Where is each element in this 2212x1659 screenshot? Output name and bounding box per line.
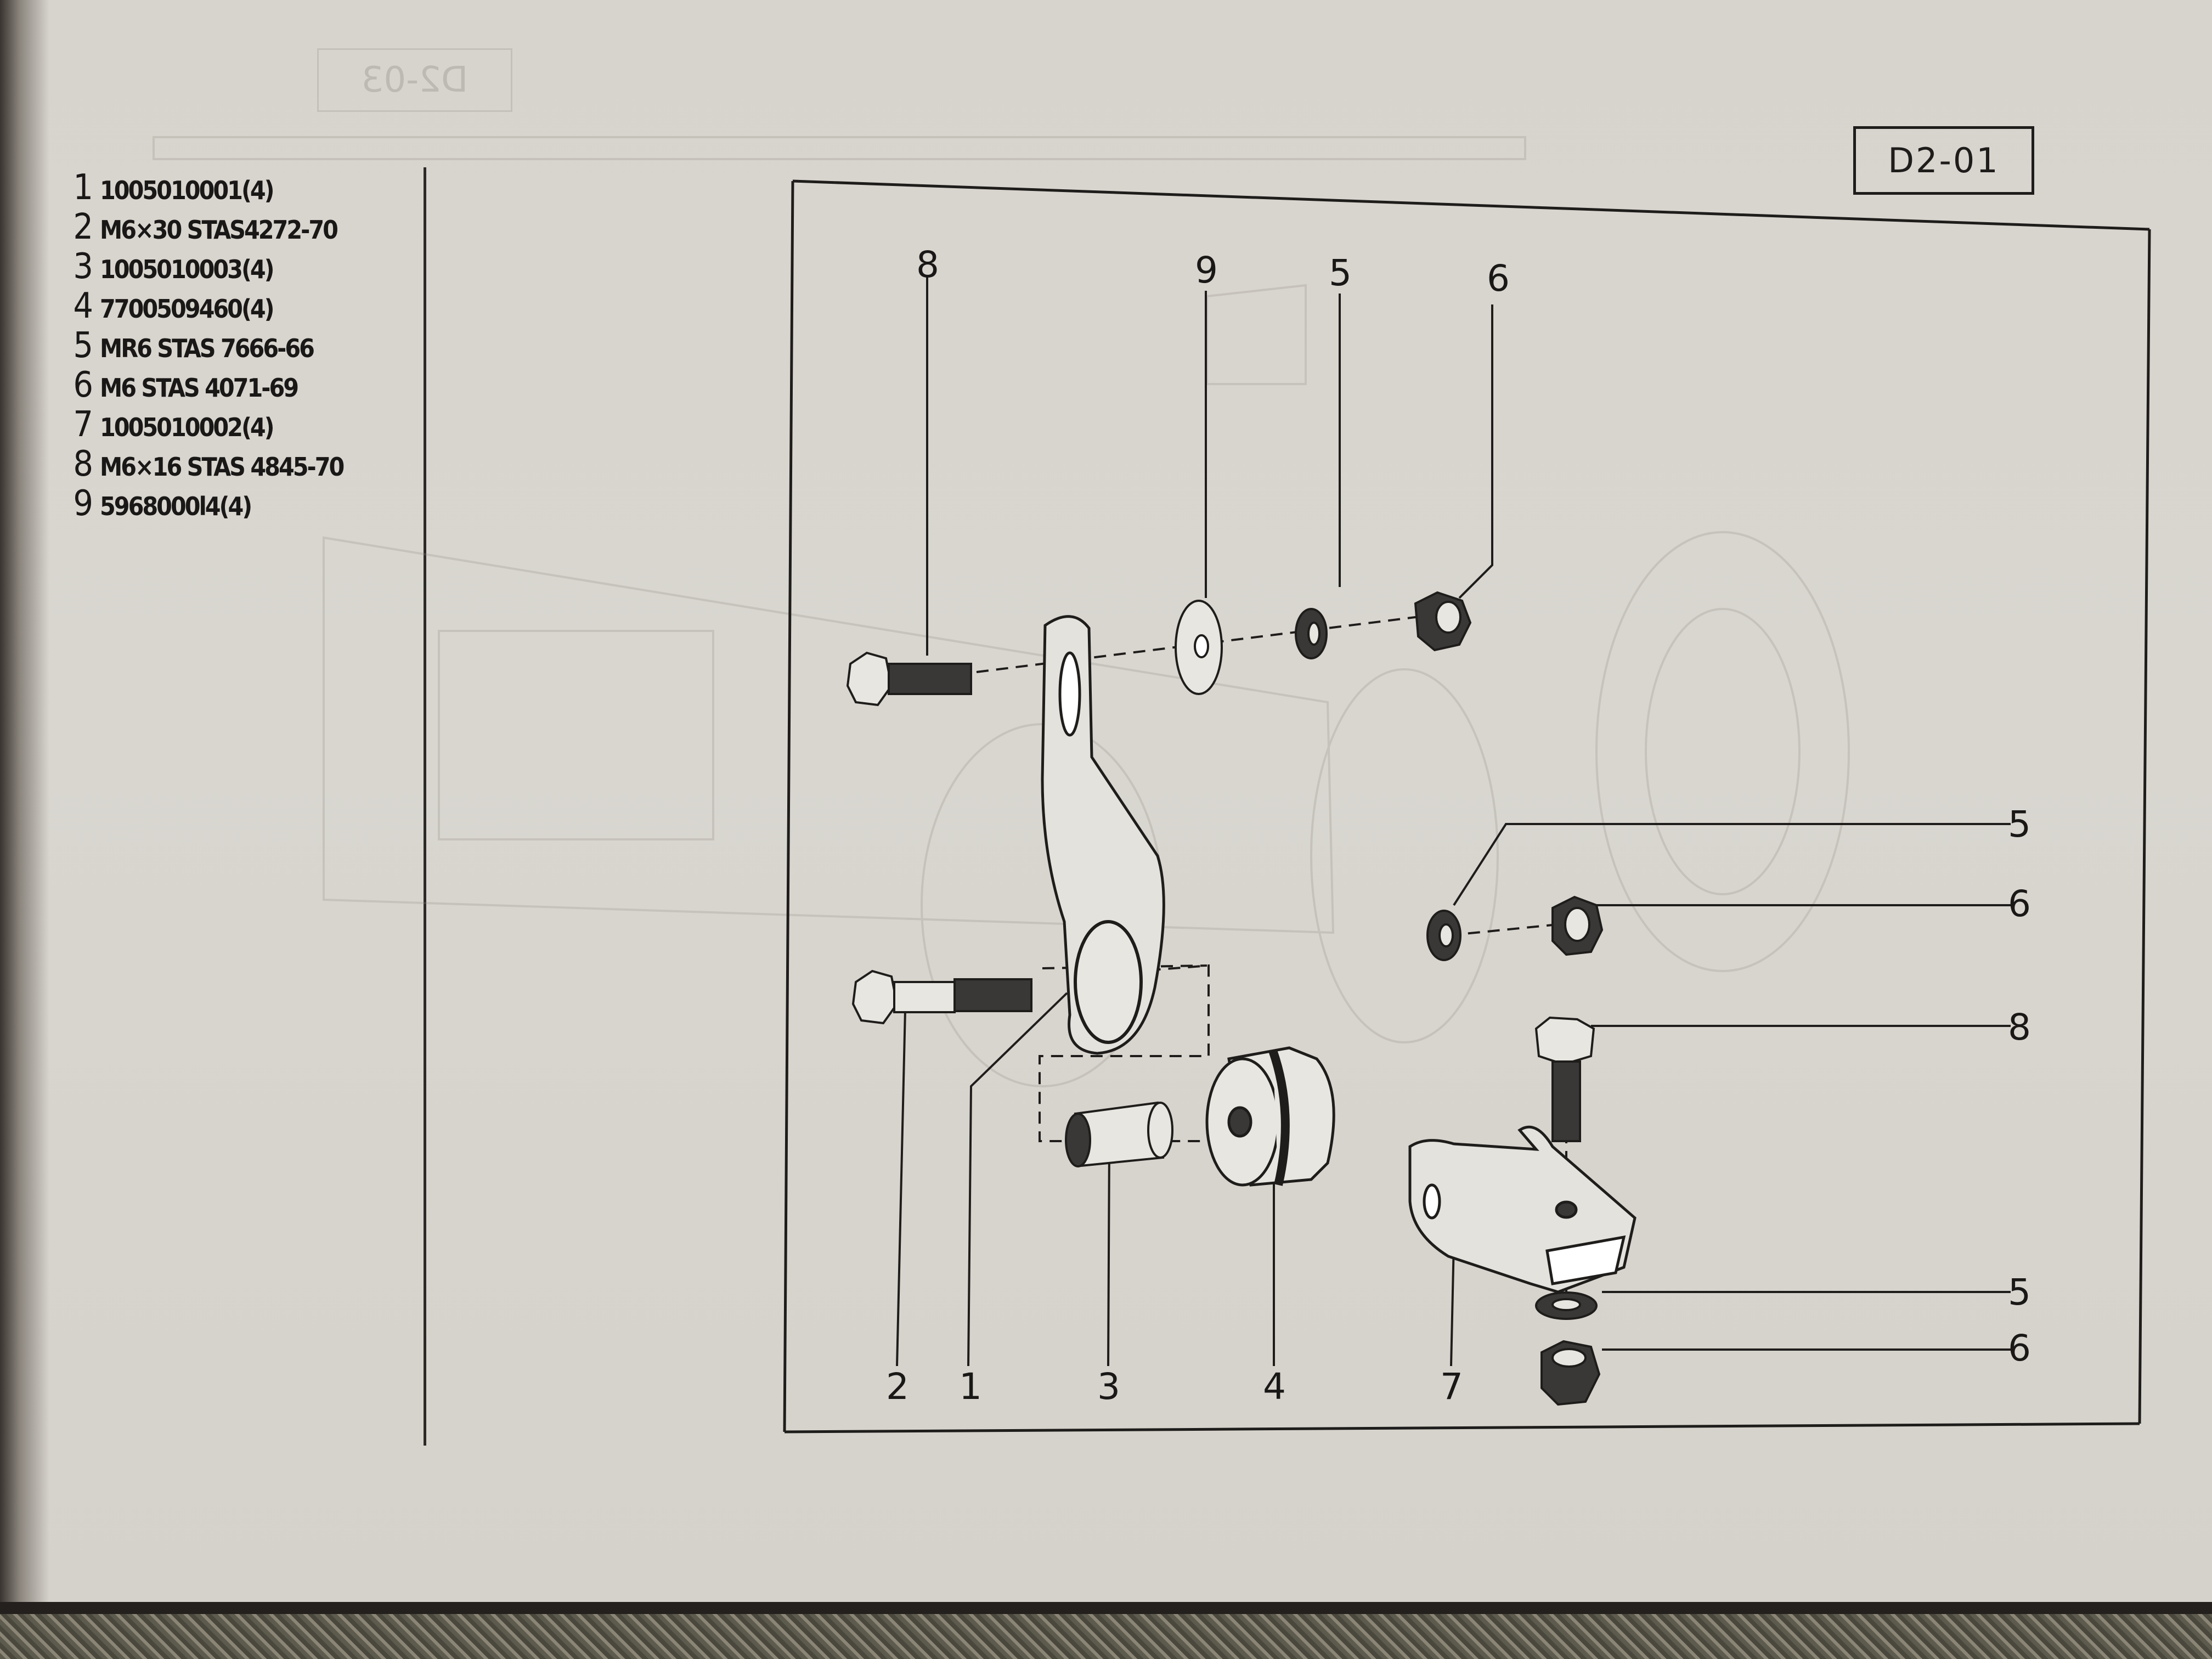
nut-part-6-right <box>1551 895 1604 956</box>
callout-6-right-b: 6 <box>2008 1327 2031 1369</box>
callout-6-top: 6 <box>1487 257 1510 300</box>
page-code: D2-01 <box>1888 140 2000 180</box>
page-bottom-edge <box>0 1602 2212 1614</box>
callout-8-top: 8 <box>916 244 939 286</box>
part-code: M6 STAS 4071-69 <box>100 373 299 403</box>
column-divider <box>424 167 426 1446</box>
spring-washer-part-5-top <box>1295 608 1328 659</box>
bushing-part-3 <box>1065 1101 1173 1167</box>
leader-lines <box>896 277 2011 1367</box>
callout-3-bottom: 3 <box>1097 1365 1120 1408</box>
callout-2-bottom: 2 <box>886 1365 909 1408</box>
callout-9-top: 9 <box>1195 249 1218 291</box>
callout-7-bottom: 7 <box>1440 1365 1463 1408</box>
washer-part-9 <box>1175 600 1223 695</box>
part-code: M6×16 STAS 4845-70 <box>100 452 345 482</box>
callout-5-right-a: 5 <box>2008 803 2031 845</box>
part-code: 7700509460(4) <box>100 294 275 324</box>
bracket-part-1 <box>1041 615 1165 1055</box>
part-code: 1005010003(4) <box>100 255 275 284</box>
callout-labels: 8 9 5 6 5 6 8 5 6 2 1 3 4 7 <box>886 244 2031 1408</box>
part-number: 9 <box>73 483 93 524</box>
spring-washer-part-5-bottom <box>1535 1291 1598 1320</box>
part-code: M6×30 STAS4272-70 <box>100 215 338 245</box>
rubber-mount-part-4 <box>1205 1046 1335 1187</box>
part-code: 1005010002(4) <box>100 413 275 442</box>
callout-4-bottom: 4 <box>1263 1365 1286 1408</box>
bolt-part-8-right <box>1534 1016 1595 1142</box>
diagram-frame <box>783 179 2151 1434</box>
nut-part-6-top <box>1414 591 1472 652</box>
callout-1-bottom: 1 <box>959 1365 982 1408</box>
callout-8-right: 8 <box>2008 1006 2031 1048</box>
callout-5-right-b: 5 <box>2008 1271 2031 1313</box>
nut-part-6-bottom <box>1541 1340 1601 1406</box>
part-number: 1 <box>73 167 93 208</box>
spring-washer-part-5-right <box>1426 910 1462 961</box>
bolt-part-8-top <box>846 651 972 707</box>
part-number: 8 <box>73 444 93 484</box>
book-spine-shadow <box>0 0 49 1610</box>
callout-5-top: 5 <box>1329 252 1352 294</box>
part-code: 5968000l4(4) <box>100 492 252 521</box>
part-number: 5 <box>73 325 93 366</box>
callout-6-right-a: 6 <box>2008 883 2031 925</box>
part-number: 3 <box>73 246 93 287</box>
part-number: 6 <box>73 365 93 405</box>
part-number: 7 <box>73 404 93 445</box>
bracket-part-7 <box>1408 1125 1637 1294</box>
page-code-box: D2-01 <box>1853 126 2034 195</box>
part-code: MR6 STAS 7666-66 <box>100 334 315 363</box>
part-number: 4 <box>73 286 93 326</box>
bolt-part-2 <box>851 969 1032 1025</box>
part-number: 2 <box>73 207 93 247</box>
part-code: 1005010001(4) <box>100 176 275 205</box>
